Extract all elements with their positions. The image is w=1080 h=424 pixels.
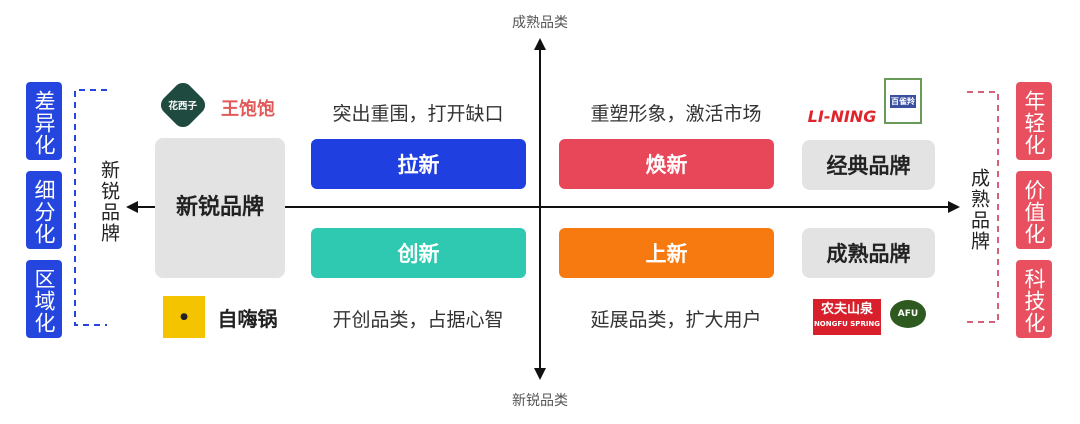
baiqueling-logo: 百雀羚 [884,78,922,124]
arrow-right-icon [948,201,960,213]
quadrant-chuangxin: 创新 [311,228,526,278]
caption-shangxin: 延展品类，扩大用户 [590,309,762,331]
quadrant-huanxin: 焕新 [559,139,774,189]
new-brand-box: 新锐品牌 [155,138,285,278]
wangbaobao-logo: 王饱饱 [221,99,275,120]
axis-left-label: 新锐品牌 [98,160,120,244]
mature-brand-box: 成熟品牌 [802,228,935,278]
right-bracket [967,91,999,323]
tag-technology: 科技化 [1016,260,1052,338]
arrow-up-icon [534,38,546,50]
arrow-down-icon [534,368,546,380]
quadrant-laxin: 拉新 [311,139,526,189]
zihaiguo-logo: 自嗨锅 [217,306,278,331]
caption-chuangxin: 开创品类，占据心智 [332,309,504,331]
tag-regionalization: 区域化 [26,260,62,338]
zihaiguo-icon: ● [163,296,205,338]
classic-brand-box: 经典品牌 [802,140,935,190]
tag-segmentation: 细分化 [26,171,62,249]
afu-logo: AFU [890,300,926,328]
axis-right-label: 成熟品牌 [968,168,990,252]
tag-value: 价值化 [1016,171,1052,249]
caption-laxin: 突出重围，打开缺口 [332,103,504,125]
tag-rejuvenation: 年轻化 [1016,82,1052,160]
tag-differentiation: 差异化 [26,82,62,160]
caption-huanxin: 重塑形象，激活市场 [590,103,762,125]
axis-top-label: 成熟品类 [512,15,568,31]
left-bracket [74,89,107,326]
arrow-left-icon [126,201,138,213]
axis-bottom-label: 新锐品类 [512,393,568,409]
lining-logo: LI-NING [807,107,877,126]
quadrant-shangxin: 上新 [559,228,774,278]
